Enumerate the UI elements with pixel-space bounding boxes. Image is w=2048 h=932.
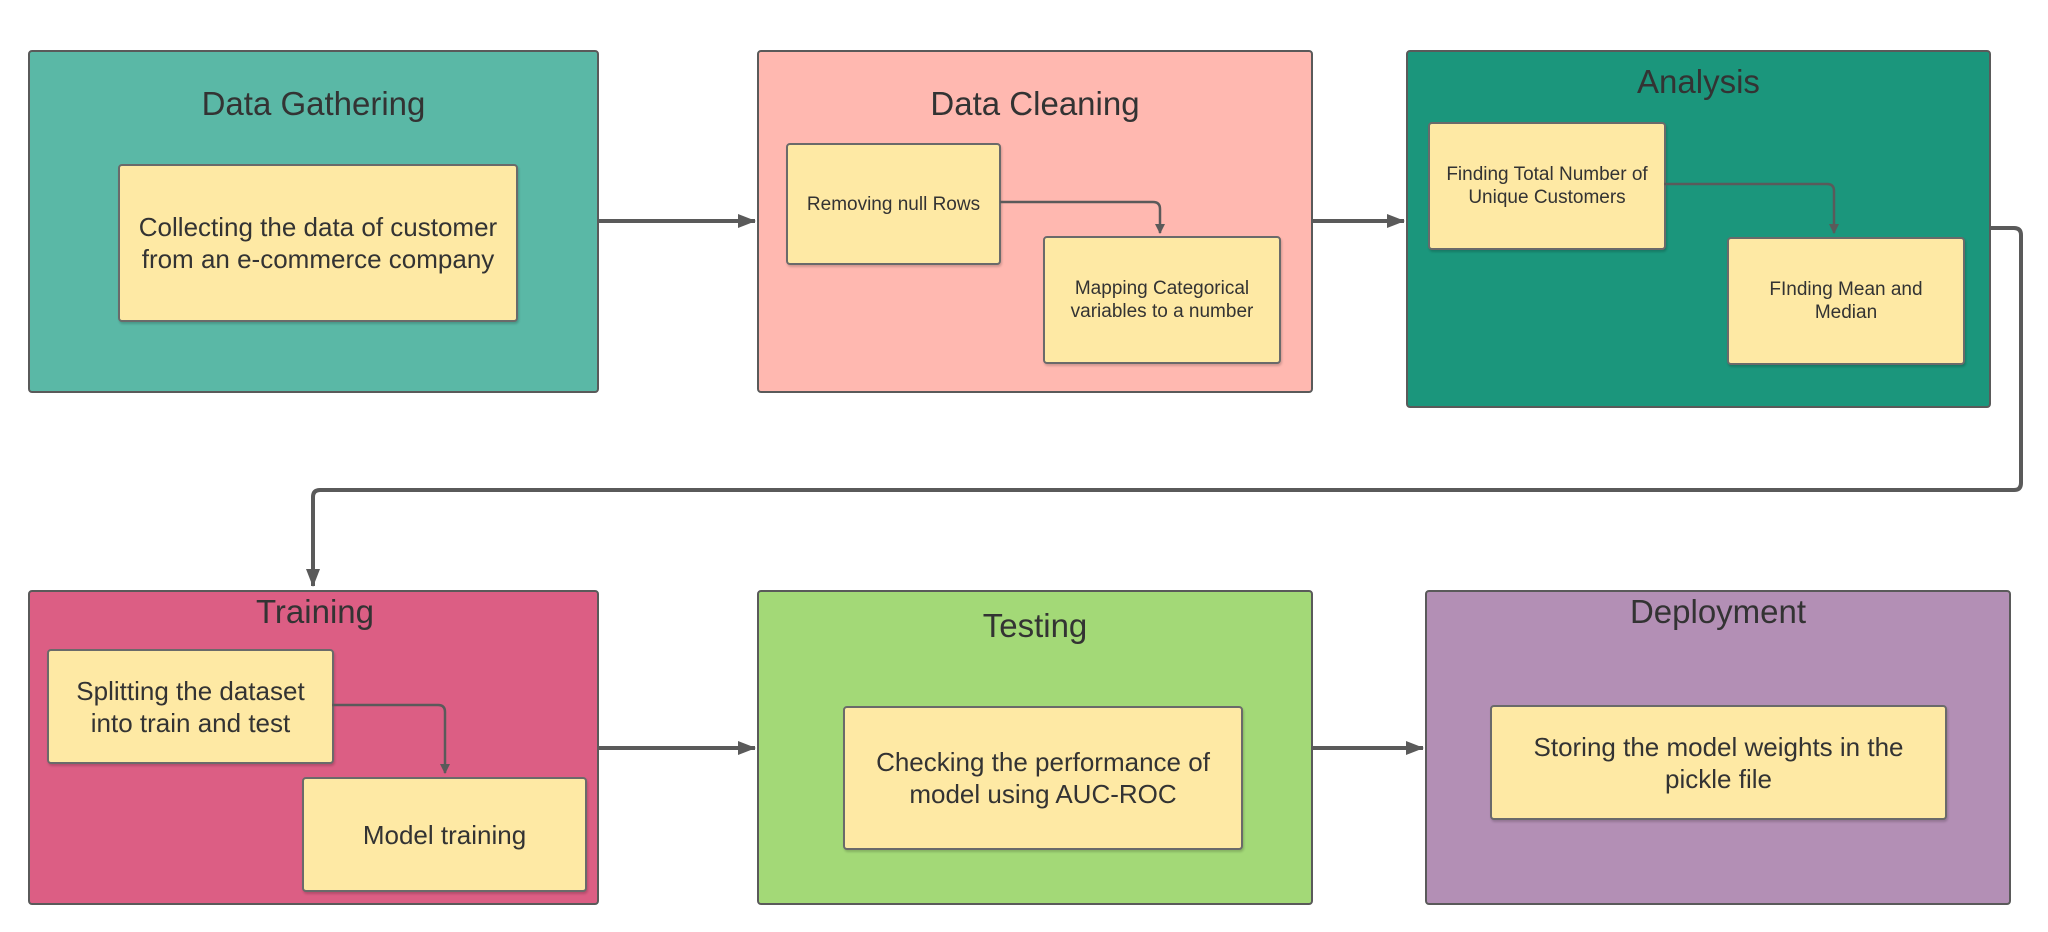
stage-data-cleaning: Data Cleaning Removing null Rows Mapping… (757, 50, 1313, 393)
step-label: Checking the performance of model using … (876, 747, 1210, 809)
stage-testing: Testing Checking the performance of mode… (757, 590, 1313, 905)
step-removing-null-rows: Removing null Rows (786, 143, 1001, 265)
stage-data-gathering: Data Gathering Collecting the data of cu… (28, 50, 599, 393)
stage-training: Training Splitting the dataset into trai… (28, 590, 599, 905)
step-label: Collecting the data of customer from an … (138, 212, 498, 274)
step-label: Removing null Rows (806, 193, 981, 215)
step-label: Storing the model weights in the pickle … (1533, 731, 1904, 794)
step-checking-performance: Checking the performance of model using … (843, 706, 1243, 850)
step-mapping-categorical: Mapping Categorical variables to a numbe… (1043, 236, 1281, 364)
step-mean-median: FInding Mean and Median (1727, 237, 1965, 365)
stage-title: Analysis (1637, 63, 1760, 100)
step-label: Finding Total Number of Unique Customers (1446, 164, 1648, 208)
step-label: Mapping Categorical variables to a numbe… (1070, 278, 1254, 322)
step-model-training: Model training (302, 777, 587, 892)
stage-title: Data Cleaning (930, 85, 1140, 122)
stage-title: Testing (982, 607, 1088, 644)
step-label: Model training (362, 819, 527, 850)
stage-title: Data Gathering (201, 85, 426, 122)
stage-title: Deployment (1629, 593, 1807, 630)
step-unique-customers: Finding Total Number of Unique Customers (1428, 122, 1666, 250)
stage-title: Training (256, 593, 374, 630)
step-storing-weights: Storing the model weights in the pickle … (1490, 705, 1947, 820)
stage-analysis: Analysis Finding Total Number of Unique … (1406, 50, 1991, 408)
stage-deployment: Deployment Storing the model weights in … (1425, 590, 2011, 905)
step-collecting-data: Collecting the data of customer from an … (118, 164, 518, 322)
step-splitting-dataset: Splitting the dataset into train and tes… (47, 649, 334, 764)
step-label: Splitting the dataset into train and tes… (76, 675, 305, 738)
step-label: FInding Mean and Median (1769, 279, 1923, 323)
